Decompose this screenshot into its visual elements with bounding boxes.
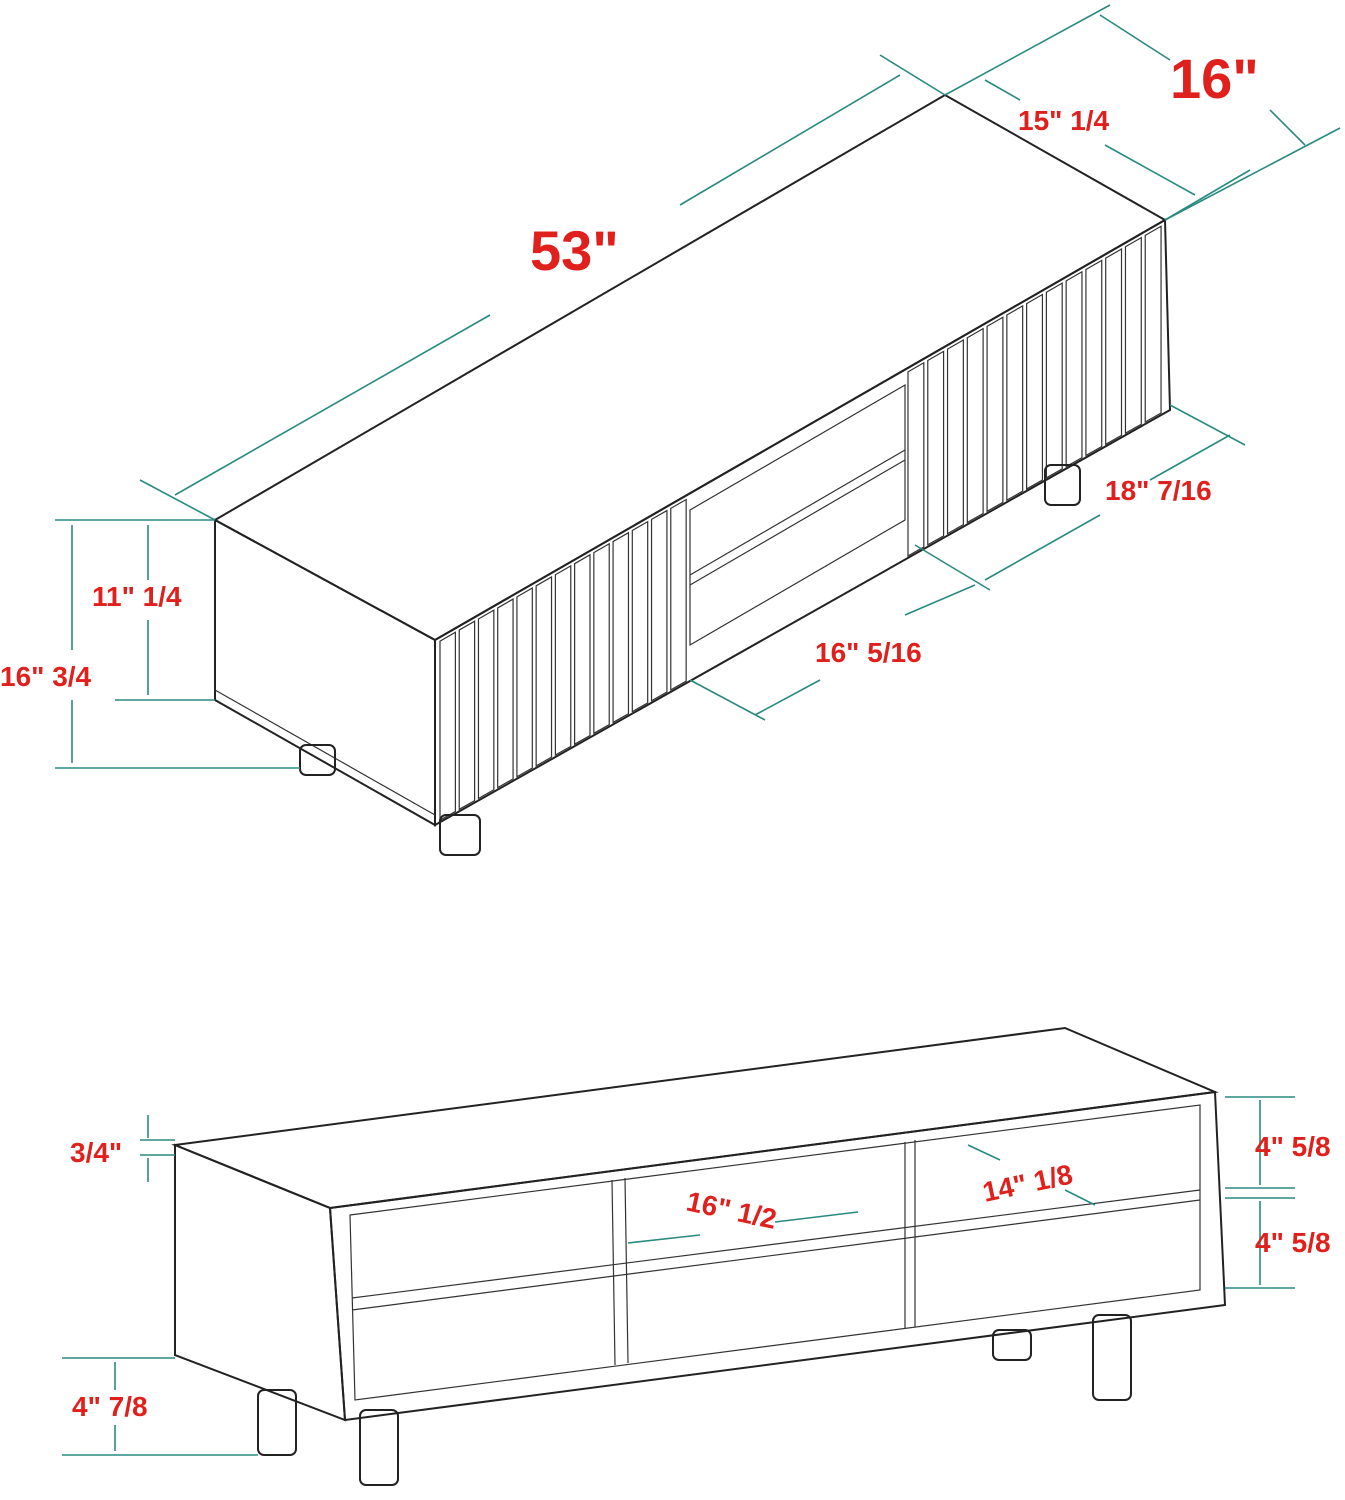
bottom-dimensions: 3/4" 16" 1/2 14" 1/8 4" 5/8 4" 5/8 4" 7/…: [62, 1096, 1331, 1456]
slat: [1045, 282, 1063, 479]
slat: [1026, 293, 1044, 490]
width-label: 53": [530, 219, 619, 282]
door-slats: [439, 225, 1162, 822]
lower-shelf-height-label: 4" 5/8: [1255, 1227, 1331, 1258]
panel-thickness-label: 3/4": [70, 1137, 122, 1168]
slat: [1105, 247, 1123, 446]
back-frame: [328, 1090, 1227, 1422]
slat: [554, 564, 572, 757]
left-side-panel: [174, 1143, 347, 1422]
slat: [986, 316, 1004, 513]
slat: [966, 327, 984, 524]
leg: [299, 744, 336, 776]
side-width-label: 14" 1/8: [980, 1159, 1076, 1208]
slat: [593, 542, 610, 735]
total-height-label: 16" 3/4: [0, 661, 92, 692]
slat: [927, 350, 945, 546]
leg: [359, 1409, 399, 1486]
slat: [1144, 225, 1162, 424]
slat: [907, 361, 925, 557]
left-side-panel: [214, 518, 436, 827]
slat: [1065, 270, 1083, 468]
slat: [516, 586, 533, 778]
slat: [1006, 304, 1024, 502]
slat: [574, 553, 591, 746]
depth-overall-label: 16": [1170, 47, 1259, 110]
open-compartment: [689, 383, 906, 647]
slat: [1124, 236, 1142, 435]
slat: [439, 631, 456, 822]
slat: [535, 575, 553, 767]
door-width-label: 18" 7/16: [1105, 475, 1212, 506]
bottom-cabinet-drawing: [171, 1026, 1227, 1486]
leg: [439, 814, 481, 856]
front-face: [434, 218, 1172, 827]
leg: [257, 1389, 297, 1456]
upper-shelf-height-label: 4" 5/8: [1255, 1131, 1331, 1162]
top-cabinet-drawing: [212, 93, 1172, 856]
leg-height-label: 4" 7/8: [72, 1391, 148, 1422]
leg: [1044, 464, 1081, 506]
slat: [1085, 259, 1103, 457]
slat: [477, 609, 495, 800]
slat: [497, 598, 514, 789]
leg: [1092, 1314, 1132, 1401]
body-height-label: 11" 1/4: [92, 581, 182, 612]
slat: [946, 338, 964, 535]
depth-top-label: 15" 1/4: [1018, 105, 1110, 136]
leg: [992, 1329, 1032, 1361]
center-width-label: 16" 1/2: [684, 1186, 780, 1235]
top-dimensions: 53" 16" 15" 1/4 18" 7/16 16" 5/16 11" 1/…: [0, 4, 1341, 769]
slat: [612, 531, 630, 724]
inner-opening: [349, 1104, 1201, 1401]
opening-width-label: 16" 5/16: [815, 637, 922, 668]
slat: [631, 520, 649, 713]
slat: [650, 509, 668, 702]
slat: [458, 620, 476, 811]
slat: [670, 498, 687, 691]
